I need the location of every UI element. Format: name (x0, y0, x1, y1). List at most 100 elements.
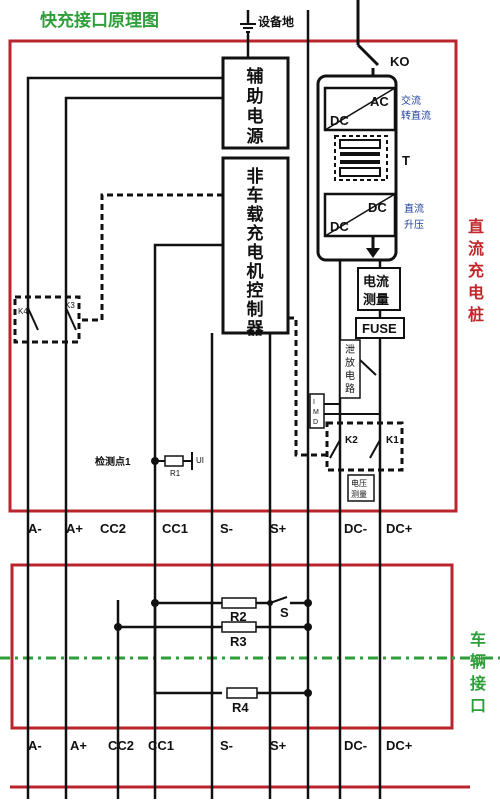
k1k2-control-line (288, 316, 327, 457)
r2-label: R2 (230, 609, 247, 624)
pin-top-6: DC- (344, 521, 367, 536)
aux-power-char-3: 源 (247, 126, 264, 146)
s-switch-blade (269, 596, 288, 604)
k4-switch-blade (27, 307, 39, 331)
transformer-label: T (402, 153, 410, 168)
controller-char-4: 电 (247, 242, 264, 262)
r1-label: R1 (170, 469, 181, 478)
current-meter-label-2: 测量 (363, 292, 389, 307)
pin-top-0: A- (28, 521, 42, 536)
controller-char-3: 充 (247, 223, 264, 243)
controller-char-2: 载 (247, 204, 264, 224)
pin-top-3: CC1 (162, 521, 188, 536)
ko-switch-blade (356, 43, 380, 67)
k4-k3-switch-box (13, 295, 81, 344)
pin-bottom-7: DC+ (386, 738, 413, 753)
charger-label-char-2: 充 (468, 261, 484, 280)
r3-resistor (221, 621, 257, 633)
aux-power-box (221, 56, 290, 150)
ac-dc-ac-label: AC (370, 94, 389, 109)
fuse-label: FUSE (362, 321, 397, 336)
controller-char-1: 车 (247, 185, 264, 205)
pin-bottom-6: DC- (344, 738, 367, 753)
r3-label: R3 (230, 634, 247, 649)
pin-top-2: CC2 (100, 521, 126, 536)
k4-label: K4 (18, 307, 28, 316)
k3-switch-blade (65, 307, 77, 331)
diagram-title: 快充接口原理图 (40, 10, 159, 30)
pin-bottom-4: S- (220, 738, 233, 753)
vehicle-label-char-1: 辆 (470, 652, 486, 671)
aux-power-char-0: 辅 (247, 66, 264, 86)
vehicle-interface-frame (10, 563, 454, 730)
aux-power-char-1: 助 (247, 86, 264, 106)
charger-label-char-1: 流 (468, 239, 484, 258)
k1-switch-blade (369, 439, 381, 459)
charger-label-char-3: 电 (468, 283, 484, 302)
pin-bottom-5: S+ (270, 738, 287, 753)
pin-top-4: S- (220, 521, 233, 536)
discharge-char-1: 放 (345, 356, 355, 369)
k3k4-control-line (79, 193, 223, 322)
k3-label: K3 (65, 301, 75, 310)
discharge-char-0: 泄 (345, 343, 355, 356)
transformer-icon (334, 135, 388, 181)
current-meter-label-1: 电流 (363, 274, 389, 289)
aux-power-char-2: 电 (247, 106, 264, 126)
discharge-char-2: 电 (345, 369, 355, 382)
ac-dc-desc-1: 交流 (401, 94, 421, 107)
imd-d: D (313, 419, 318, 426)
charger-frame (8, 39, 458, 513)
discharge-switch-blade (359, 359, 377, 376)
pins-top: A- A+ CC2 CC1 S- S+ DC- DC+ (28, 521, 413, 536)
dc-dc-desc-2: 升压 (404, 219, 424, 231)
charger-label-char-0: 直 (468, 217, 484, 236)
k1-label: K1 (386, 435, 399, 446)
imd-box (309, 393, 325, 429)
current-meter-box (357, 267, 401, 311)
fuse-box (355, 317, 405, 339)
discharge-char-3: 路 (345, 382, 355, 395)
pin-top-5: S+ (270, 521, 287, 536)
detect-point-label: 检测点1 (95, 455, 131, 468)
pin-top-7: DC+ (386, 521, 413, 536)
vehicle-label-char-3: 口 (470, 698, 486, 715)
s-switch-label: S (280, 605, 289, 620)
controller-char-8: 器 (246, 319, 265, 338)
controller-char-5: 机 (247, 261, 264, 281)
vehicle-label-char-2: 接 (470, 674, 486, 693)
ui-label: UI (196, 456, 204, 465)
ac-dc-desc-2: 转直流 (401, 109, 431, 122)
r4-label: R4 (232, 700, 249, 715)
pin-bottom-3: CC1 (148, 738, 174, 753)
dc-dc-desc-1: 直流 (404, 202, 424, 215)
vehicle-label-char-0: 车 (470, 630, 486, 649)
output-arrow-icon (366, 248, 380, 258)
pin-bottom-0: A- (28, 738, 42, 753)
voltage-meter-label-2: 测量 (351, 490, 367, 499)
wire-a-plus (64, 96, 223, 804)
r2-resistor (221, 597, 257, 609)
ac-dc-dc-label: DC (330, 113, 349, 128)
pin-top-1: A+ (66, 521, 83, 536)
dc-dc-left-label: DC (330, 219, 349, 234)
voltage-meter-box (347, 474, 375, 502)
charger-label-char-4: 桩 (468, 305, 484, 324)
controller-char-6: 控 (247, 280, 264, 300)
r4-resistor (226, 687, 258, 699)
imd-m: M (313, 409, 319, 416)
ground-icon (240, 10, 256, 33)
ground-label: 设备地 (258, 14, 294, 29)
dc-dc-right-label: DC (368, 200, 387, 215)
controller-box (221, 156, 290, 335)
controller-char-0: 非 (247, 166, 264, 186)
pin-bottom-1: A+ (70, 738, 87, 753)
wire-a-minus (26, 76, 223, 804)
ko-label: KO (390, 54, 410, 69)
